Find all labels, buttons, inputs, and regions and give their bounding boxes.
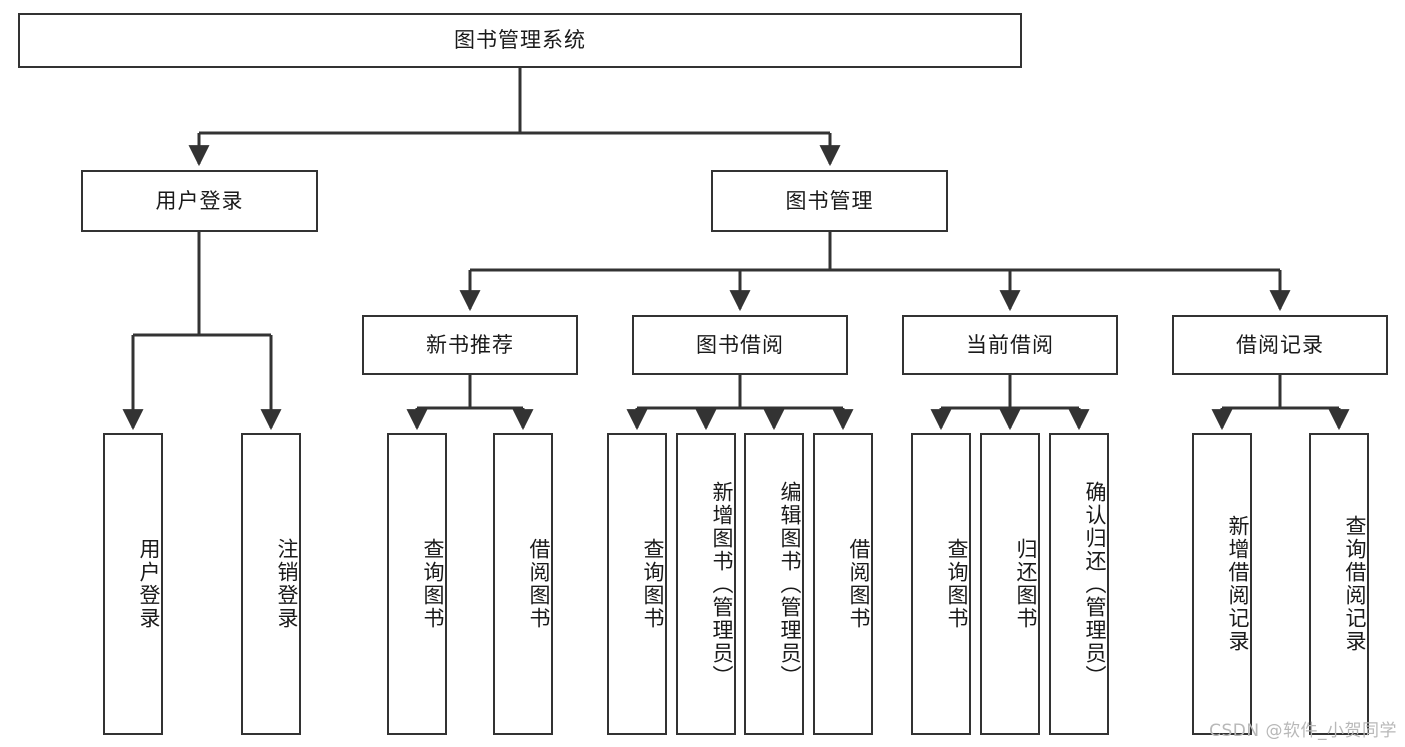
- leaf-label: 查询图书: [421, 538, 445, 630]
- node-current-borrow[interactable]: 当前借阅: [902, 315, 1118, 375]
- leaf-label: 用户登录: [137, 538, 161, 630]
- leaf-user-login-2[interactable]: 注销登录: [241, 433, 301, 735]
- watermark: CSDN @软件_小贺同学: [1209, 721, 1397, 741]
- leaf-new-book-recommend-2[interactable]: 借阅图书: [493, 433, 553, 735]
- leaf-label: 注销登录: [275, 538, 299, 630]
- node-root-label: 图书管理系统: [454, 28, 586, 53]
- node-new-book-recommend[interactable]: 新书推荐: [362, 315, 578, 375]
- node-borrow-record[interactable]: 借阅记录: [1172, 315, 1388, 375]
- node-borrow-record-label: 借阅记录: [1236, 332, 1324, 357]
- leaf-label: 借阅图书: [527, 538, 551, 630]
- leaf-borrow-record-1[interactable]: 新增借阅记录: [1192, 433, 1252, 735]
- leaf-book-borrow-3[interactable]: 编辑图书（管理员）: [744, 433, 804, 735]
- leaf-new-book-recommend-1[interactable]: 查询图书: [387, 433, 447, 735]
- leaf-label: 归还图书: [1014, 538, 1038, 630]
- leaf-book-borrow-4[interactable]: 借阅图书: [813, 433, 873, 735]
- leaf-current-borrow-3[interactable]: 确认归还（管理员）: [1049, 433, 1109, 735]
- node-book-manage-label: 图书管理: [785, 188, 874, 213]
- leaf-label: 确认归还（管理员）: [1083, 480, 1107, 688]
- leaf-label: 编辑图书（管理员）: [778, 480, 802, 688]
- node-book-borrow[interactable]: 图书借阅: [632, 315, 848, 375]
- leaf-label: 新增借阅记录: [1226, 515, 1250, 653]
- node-book-borrow-label: 图书借阅: [696, 332, 784, 357]
- leaf-borrow-record-2[interactable]: 查询借阅记录: [1309, 433, 1369, 735]
- leaf-label: 查询图书: [641, 538, 665, 630]
- node-book-manage[interactable]: 图书管理: [711, 170, 948, 232]
- leaf-book-borrow-2[interactable]: 新增图书（管理员）: [676, 433, 736, 735]
- leaf-current-borrow-2[interactable]: 归还图书: [980, 433, 1040, 735]
- leaf-current-borrow-1[interactable]: 查询图书: [911, 433, 971, 735]
- node-new-book-recommend-label: 新书推荐: [426, 332, 514, 357]
- node-user-login[interactable]: 用户登录: [81, 170, 318, 232]
- node-current-borrow-label: 当前借阅: [966, 332, 1054, 357]
- leaf-label: 查询借阅记录: [1343, 515, 1367, 653]
- leaf-label: 新增图书（管理员）: [710, 480, 734, 688]
- leaf-user-login-1[interactable]: 用户登录: [103, 433, 163, 735]
- leaf-label: 借阅图书: [847, 538, 871, 630]
- node-root[interactable]: 图书管理系统: [18, 13, 1022, 68]
- leaf-book-borrow-1[interactable]: 查询图书: [607, 433, 667, 735]
- leaf-label: 查询图书: [945, 538, 969, 630]
- node-user-login-label: 用户登录: [155, 188, 244, 213]
